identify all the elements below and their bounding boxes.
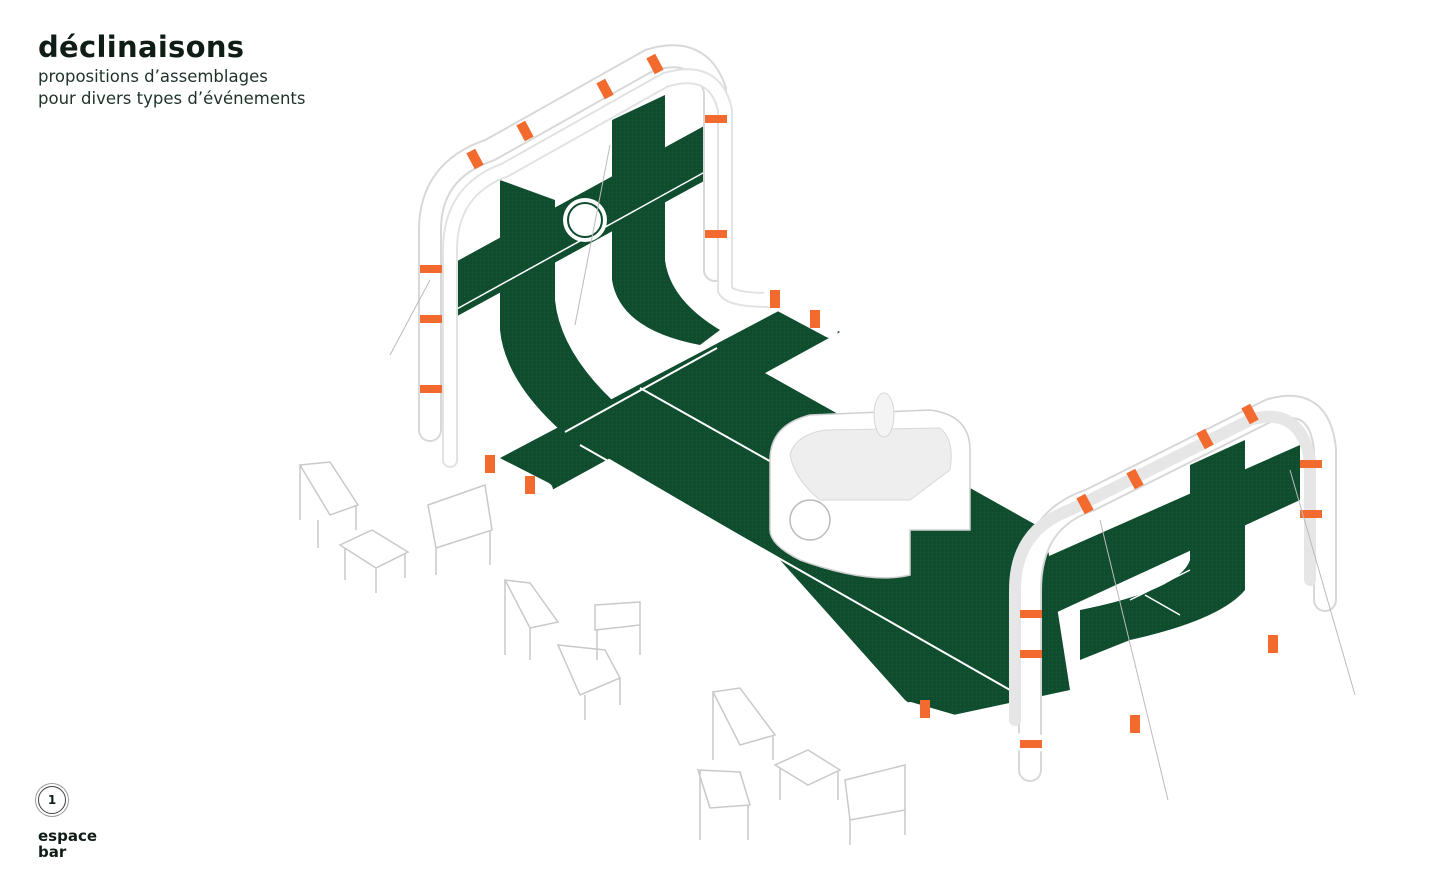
variant-label-line-2: bar <box>38 843 67 861</box>
roland-garros-logo <box>563 198 607 242</box>
statue <box>873 392 895 438</box>
variant-label-line-1: espace <box>38 827 98 845</box>
subtitle-line-2: pour divers types d’événements <box>38 89 306 108</box>
variant-number-badge: 1 <box>38 786 66 814</box>
subtitle-line-1: propositions d’assemblages <box>38 67 268 86</box>
furniture <box>298 461 906 845</box>
counter-logo <box>789 499 831 541</box>
guy-ropes <box>389 144 1356 801</box>
page-title: déclinaisons <box>38 30 245 64</box>
page-subtitle: propositions d’assemblages pour divers t… <box>38 66 306 110</box>
orange-bands <box>420 53 1322 748</box>
variant-label: espace bar <box>38 828 97 860</box>
front-panel <box>1040 440 1300 660</box>
bar-counter <box>769 392 971 579</box>
back-panel <box>450 95 720 430</box>
